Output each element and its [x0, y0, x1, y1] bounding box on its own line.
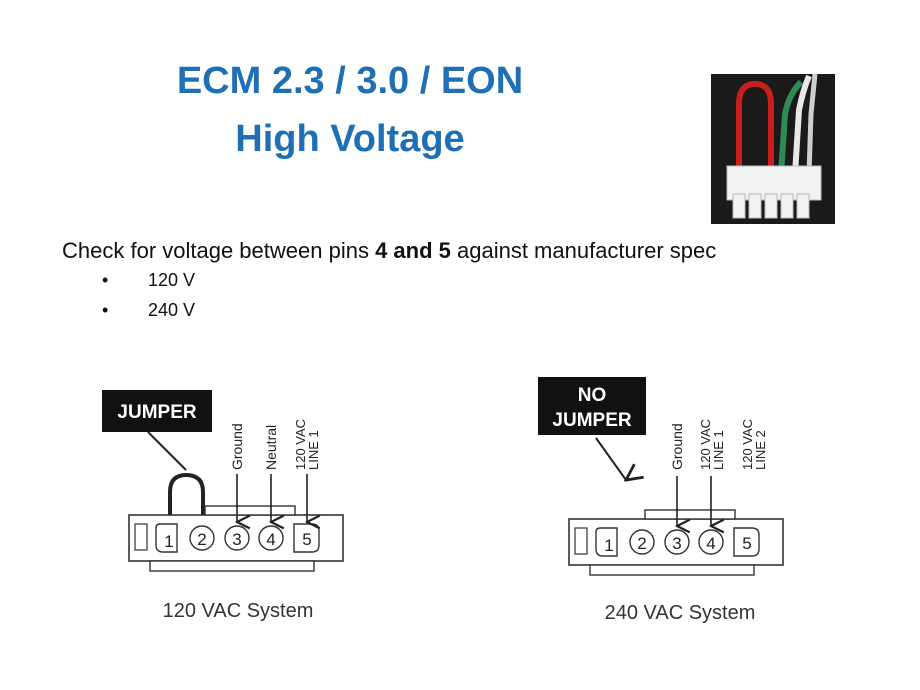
- jumper-label: JUMPER: [117, 402, 196, 423]
- no-label: NO: [578, 385, 607, 406]
- instruction-suffix: against manufacturer spec: [450, 238, 717, 263]
- instruction-pins: 4 and 5: [375, 238, 451, 263]
- pin-label-line1: LINE 1: [306, 430, 321, 470]
- title-line-1: ECM 2.3 / 3.0 / EON: [176, 60, 524, 102]
- svg-text:2: 2: [197, 530, 206, 549]
- pin-label-120vac-1: 120 VAC: [698, 419, 713, 470]
- pin-label-ground: Ground: [229, 423, 245, 470]
- svg-text:1: 1: [604, 536, 613, 555]
- pin: 5: [733, 527, 760, 557]
- instruction-text: Check for voltage between pins 4 and 5 a…: [62, 238, 716, 264]
- pin: 2: [629, 529, 655, 555]
- no-jumper-label-box: [538, 377, 646, 435]
- svg-text:2: 2: [637, 534, 646, 553]
- pin-label-120vac: 120 VAC: [293, 419, 308, 470]
- connector-photo: [711, 74, 835, 224]
- pin-label-120vac-2: 120 VAC: [740, 419, 755, 470]
- caption-120vac: 120 VAC System: [163, 600, 314, 622]
- pin-label-line1: LINE 1: [711, 430, 726, 470]
- instruction-prefix: Check for voltage between pins: [62, 238, 376, 263]
- svg-text:4: 4: [266, 530, 275, 549]
- voltage-item: 120 V: [148, 270, 196, 290]
- diagram-240vac: NO JUMPER 1 2 3 4 5 Ground 120 VAC LINE …: [538, 377, 784, 624]
- voltage-item: 240 V: [148, 300, 196, 320]
- svg-text:4: 4: [706, 534, 715, 553]
- bullet-marker: •: [102, 300, 109, 320]
- pin: 5: [293, 523, 320, 553]
- svg-text:5: 5: [302, 530, 311, 549]
- jumper-label-box: [102, 390, 212, 432]
- svg-text:5: 5: [742, 534, 751, 553]
- pin-label-ground: Ground: [669, 423, 685, 470]
- svg-text:3: 3: [672, 534, 681, 553]
- title-line-2: High Voltage: [235, 118, 465, 160]
- pin: 1: [595, 527, 618, 557]
- diagram-120vac: JUMPER 1 2 3 4 5 Ground Neutral 120 VAC …: [102, 390, 344, 622]
- pin: 3: [224, 525, 250, 551]
- jumper-label: JUMPER: [552, 410, 631, 431]
- caption-240vac: 240 VAC System: [605, 602, 756, 624]
- svg-text:1: 1: [164, 532, 173, 551]
- pin: 4: [258, 525, 284, 551]
- svg-text:3: 3: [232, 530, 241, 549]
- pin: 4: [698, 529, 724, 555]
- pin-label-line2: LINE 2: [753, 430, 768, 470]
- pin: 1: [155, 523, 178, 553]
- pin-label-neutral: Neutral: [263, 425, 279, 470]
- bullet-marker: •: [102, 270, 109, 290]
- pin: 2: [189, 525, 215, 551]
- pin: 3: [664, 529, 690, 555]
